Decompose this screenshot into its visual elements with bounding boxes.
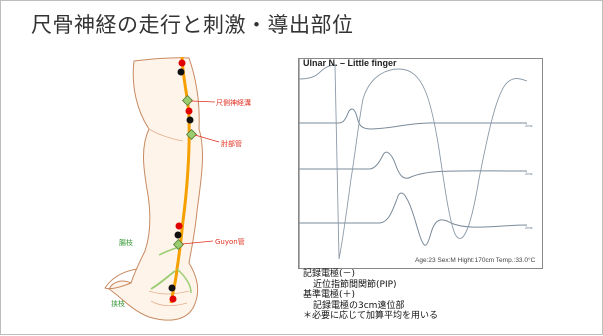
stim-cathode <box>175 232 182 239</box>
waveform-trace <box>299 65 527 259</box>
stim-anode <box>176 223 183 230</box>
guyon-canal-label: Guyon管 <box>215 237 245 247</box>
recording-electrode-detail: 近位指節間関節(PIP) <box>303 280 438 291</box>
waveform-trace <box>299 193 527 245</box>
svg-text:2ms: 2ms <box>525 225 533 230</box>
palmar-branch-label: 挟枝 <box>111 299 125 309</box>
reference-electrode <box>170 296 177 303</box>
waveform-trace <box>299 109 527 129</box>
electrode-notes: 記録電極(－) 近位指節間関節(PIP) 基準電極(＋) 記録電極の3cm遠位部… <box>303 269 438 322</box>
recording-electrode-label: 記録電極(－) <box>303 269 438 280</box>
ulnar-groove-label: 尺側神経溝 <box>216 98 251 108</box>
reference-electrode-detail: 記録電極の3cm遠位部 <box>303 301 438 312</box>
svg-text:2ms: 2ms <box>525 123 533 128</box>
recording-caption: Age:23 Sex:M Hight:170cm Temp.:33.0°C <box>415 257 535 264</box>
wrist-crease-label: 腸枝 <box>119 238 133 248</box>
waveform-panel: 2ms 2ms 2ms <box>298 58 543 269</box>
arm-illustration <box>1 1 301 336</box>
svg-text:2ms: 2ms <box>525 171 533 176</box>
stim-cathode <box>178 69 185 76</box>
reference-electrode-label: 基準電極(＋) <box>303 290 438 301</box>
waveform-title: Ulnar N. – Little finger <box>303 58 397 68</box>
cubital-tunnel-label: 肘部管 <box>221 139 242 149</box>
averaging-note: ＊必要に応じて加算平均を用いる <box>303 311 438 322</box>
waveform-trace <box>299 152 527 178</box>
recording-electrode <box>169 285 176 292</box>
stim-cathode <box>187 117 194 124</box>
stim-anode <box>186 108 193 115</box>
waveform-traces: 2ms 2ms 2ms <box>299 59 542 268</box>
stim-anode <box>179 60 186 67</box>
